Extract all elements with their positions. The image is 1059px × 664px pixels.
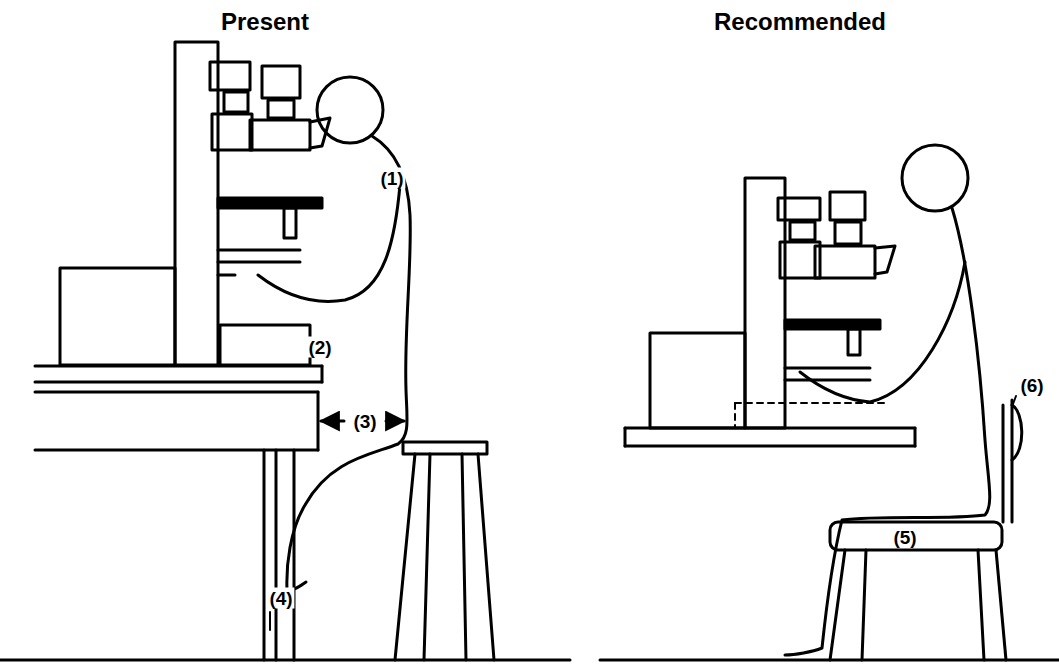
microscope xyxy=(835,222,861,244)
microscope xyxy=(815,246,875,278)
floor-line xyxy=(0,659,1059,662)
bench-box xyxy=(650,333,745,428)
callout-number: (4) xyxy=(267,588,294,609)
person-upright xyxy=(800,262,965,402)
stool xyxy=(424,454,430,660)
work-bench xyxy=(625,445,915,448)
leader-line xyxy=(1013,396,1016,404)
callout-number: (5) xyxy=(891,527,918,548)
work-bench xyxy=(734,403,736,428)
microscope xyxy=(250,120,310,150)
stool xyxy=(462,454,466,660)
microscope xyxy=(848,329,860,355)
stool xyxy=(478,454,494,660)
microscope xyxy=(262,66,300,98)
microscope xyxy=(210,62,250,90)
microscope xyxy=(284,208,296,238)
person-slouched xyxy=(258,185,400,301)
microscope xyxy=(212,114,252,150)
work-bench xyxy=(275,450,278,660)
work-bench xyxy=(317,392,320,450)
chair xyxy=(996,550,1006,660)
microscope xyxy=(790,222,815,240)
callout-number: (6) xyxy=(1018,375,1045,396)
stool xyxy=(403,442,487,454)
microscope xyxy=(785,379,870,382)
person-slouched xyxy=(287,136,410,590)
work-bench xyxy=(35,366,322,660)
microscope xyxy=(218,274,235,277)
person-slouched xyxy=(317,77,383,143)
chair xyxy=(862,550,866,660)
floor-line xyxy=(0,659,570,662)
work-bench xyxy=(293,450,296,660)
person-upright xyxy=(785,145,990,655)
microscope xyxy=(218,261,300,264)
bench-box xyxy=(60,268,175,365)
microscope xyxy=(785,367,870,370)
person-upright xyxy=(902,145,968,211)
work-bench xyxy=(263,450,266,660)
work-bench xyxy=(625,403,915,446)
bench-box xyxy=(60,268,175,365)
work-bench xyxy=(35,391,318,394)
panel-heading: Present xyxy=(219,9,311,35)
microscope xyxy=(220,325,310,365)
microscope xyxy=(745,178,895,428)
callout-number: (1) xyxy=(378,168,405,189)
leader-line xyxy=(269,612,271,630)
microscope xyxy=(218,198,322,208)
microscope xyxy=(175,42,330,365)
microscope xyxy=(224,92,248,112)
bench-box xyxy=(650,333,745,428)
chair xyxy=(1012,405,1022,460)
work-bench xyxy=(914,428,917,446)
chair xyxy=(830,522,1002,550)
microscope xyxy=(268,100,294,118)
microscope xyxy=(778,198,820,220)
panel-heading: Recommended xyxy=(712,9,888,35)
callout-number: (3) xyxy=(351,411,378,432)
chair xyxy=(1002,405,1005,522)
chair xyxy=(830,400,1022,660)
leader-line xyxy=(386,420,404,423)
work-bench xyxy=(624,428,627,446)
microscope xyxy=(218,249,300,252)
stool xyxy=(395,454,415,660)
leader-line xyxy=(321,420,344,423)
leader-line xyxy=(1013,396,1016,404)
callout-number: (2) xyxy=(306,337,333,358)
stool xyxy=(395,442,494,660)
microscope xyxy=(785,320,880,329)
person-slouched xyxy=(258,77,410,590)
microscope xyxy=(830,192,865,220)
work-bench xyxy=(35,381,322,384)
chair xyxy=(978,550,984,660)
work-bench xyxy=(321,366,324,382)
person-upright xyxy=(785,208,990,655)
microscope xyxy=(875,246,895,274)
